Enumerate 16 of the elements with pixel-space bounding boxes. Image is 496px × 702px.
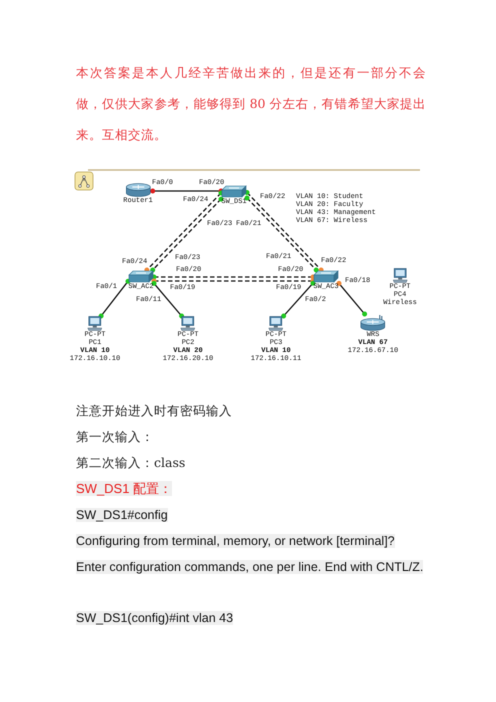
cable-line [152,280,184,318]
dashed-cable-line [152,278,316,284]
terminal-output: Configuring from terminal, memory, or network [terminal]? [76,534,395,548]
instruction-text: 第一次输入： [76,429,154,444]
cable-line [281,280,316,318]
command-text: SW_DS1(config)#int vlan 43 [76,611,234,625]
cable-line [336,280,368,316]
instruction-text: 第二次输入：class [76,455,186,470]
terminal-output: Enter configuration commands, one per line. End with CNTL/Z. [76,560,424,574]
intro-note: 本次答案是本人几经辛苦做出来的，但是还有一部分不会做，仅供大家参考，能够得到 80 分左右，有错希望大家提出来。互相交流。 [76,65,426,142]
instruction-text: 注意开始进入时有密码输入 [76,403,232,418]
dashed-cable-line [152,274,316,280]
section-heading: SW_DS1 配置： [76,481,172,496]
cable-line [98,278,130,318]
command-text: SW_DS1#config [76,508,168,522]
cable-line [150,188,224,194]
